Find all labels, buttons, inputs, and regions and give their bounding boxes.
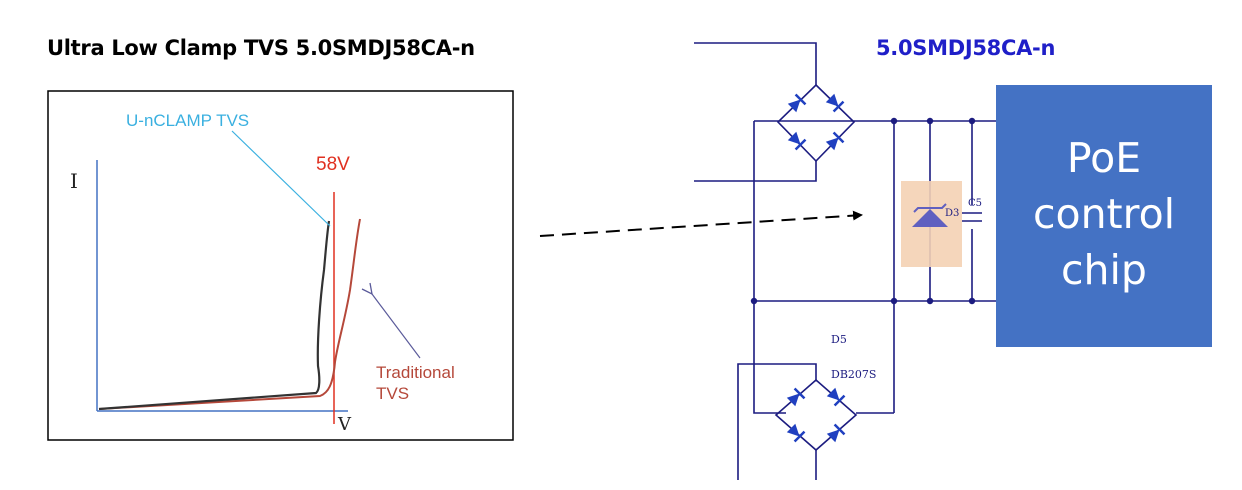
chip-label-line1: PoE	[1066, 134, 1142, 182]
unclamp-pointer	[231, 130, 331, 227]
bridge-designator: D5	[831, 333, 847, 346]
tvs-diode-symbol	[912, 203, 948, 227]
bridge-part-number: DB207S	[831, 368, 876, 381]
lower-input-wire	[737, 363, 817, 480]
y-axis-label: I	[70, 169, 78, 193]
tvs-designator: D3	[945, 208, 959, 219]
voltage-marker-label: 58V	[316, 154, 350, 175]
unclamp-tvs-curve	[98, 220, 331, 411]
cap-designator: C5	[968, 198, 982, 209]
traditional-label-line2: TVS	[376, 384, 409, 403]
right-panel-title: 5.0SMDJ58CA-n	[876, 36, 1056, 60]
junction-dots	[750, 117, 976, 305]
traditional-tvs-curve	[98, 218, 361, 410]
traditional-pointer	[372, 294, 421, 359]
iv-graph: I V 58V U-nCLAMP TVS Traditional TVS	[47, 90, 514, 441]
capacitor-symbol	[962, 205, 982, 229]
unclamp-label: U-nCLAMP TVS	[126, 111, 249, 130]
top-input-wire-2	[694, 161, 817, 182]
dashed-arrow	[539, 210, 863, 237]
poe-chip-block	[996, 85, 1212, 347]
top-input-wire	[694, 42, 817, 85]
bottom-bridge-rectifier	[774, 378, 858, 452]
poe-chip-label: PoE control chip	[996, 130, 1212, 298]
graph-frame	[47, 90, 514, 441]
lower-left-wire	[753, 301, 786, 414]
chip-label-line3: chip	[1061, 246, 1147, 294]
left-panel-title: Ultra Low Clamp TVS 5.0SMDJ58CA-n	[47, 36, 475, 60]
traditional-label-line1: Traditional	[376, 363, 455, 382]
schematic	[694, 42, 1210, 480]
chip-label-line2: control	[1032, 190, 1176, 238]
top-bridge-rectifier	[776, 83, 856, 163]
x-axis-label: V	[337, 414, 352, 435]
